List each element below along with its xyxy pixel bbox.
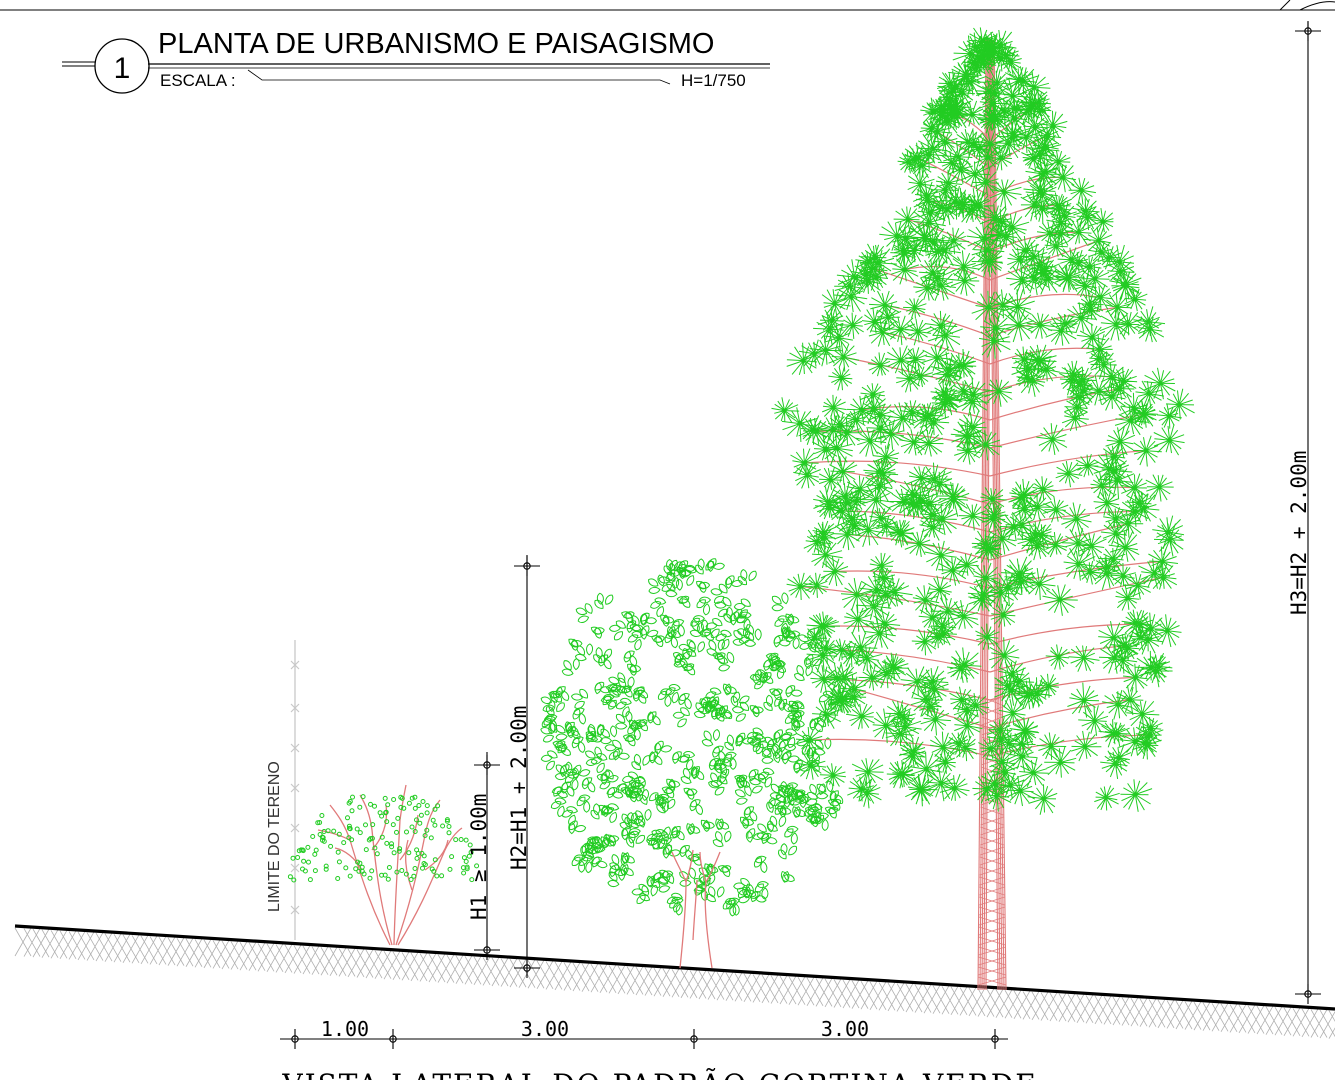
h1-label: H1 ≥ 1.00m [467, 794, 491, 920]
drawing-title: PLANTA DE URBANISMO E PAISAGISMO [158, 28, 715, 60]
shrub-branches [317, 784, 463, 946]
tall-pine [771, 27, 1195, 991]
boundary-label: LIMITE DO TERENO [266, 761, 283, 912]
drawing-number: 1 [114, 52, 131, 85]
ground [14, 924, 1335, 1039]
ground-hatch [14, 927, 1335, 1039]
ground-line [14, 924, 1335, 1011]
sheet-frame [0, 0, 1335, 11]
medium-tree [540, 558, 848, 969]
spacing-1: 1.00 [321, 1017, 369, 1041]
h3-label: H3=H2 + 2.00m [1287, 451, 1311, 615]
spacing-dimensions [280, 1029, 1008, 1049]
boundary-markers [290, 660, 300, 915]
h2-label: H2=H1 + 2.00m [507, 706, 531, 870]
drawing-number-circle [94, 38, 150, 94]
scale-label: ESCALA : [160, 71, 236, 90]
scale-value: H=1/750 [681, 71, 746, 90]
property-boundary: LIMITE DO TERENO [266, 640, 300, 940]
shrub [287, 784, 480, 946]
medium-tree-foliage [540, 558, 848, 917]
height-dimensions [474, 21, 1321, 1004]
title-block: 1 PLANTA DE URBANISMO E PAISAGISMO ESCAL… [62, 28, 770, 94]
pine-foliage [771, 27, 1195, 815]
shrub-foliage [287, 794, 480, 883]
spacing-2: 3.00 [521, 1017, 569, 1041]
medium-tree-trunk [671, 849, 721, 969]
view-caption: VISTA LATERAL DO PADRÃO CORTINA VERDE [281, 1068, 1037, 1080]
spacing-3: 3.00 [821, 1017, 869, 1041]
